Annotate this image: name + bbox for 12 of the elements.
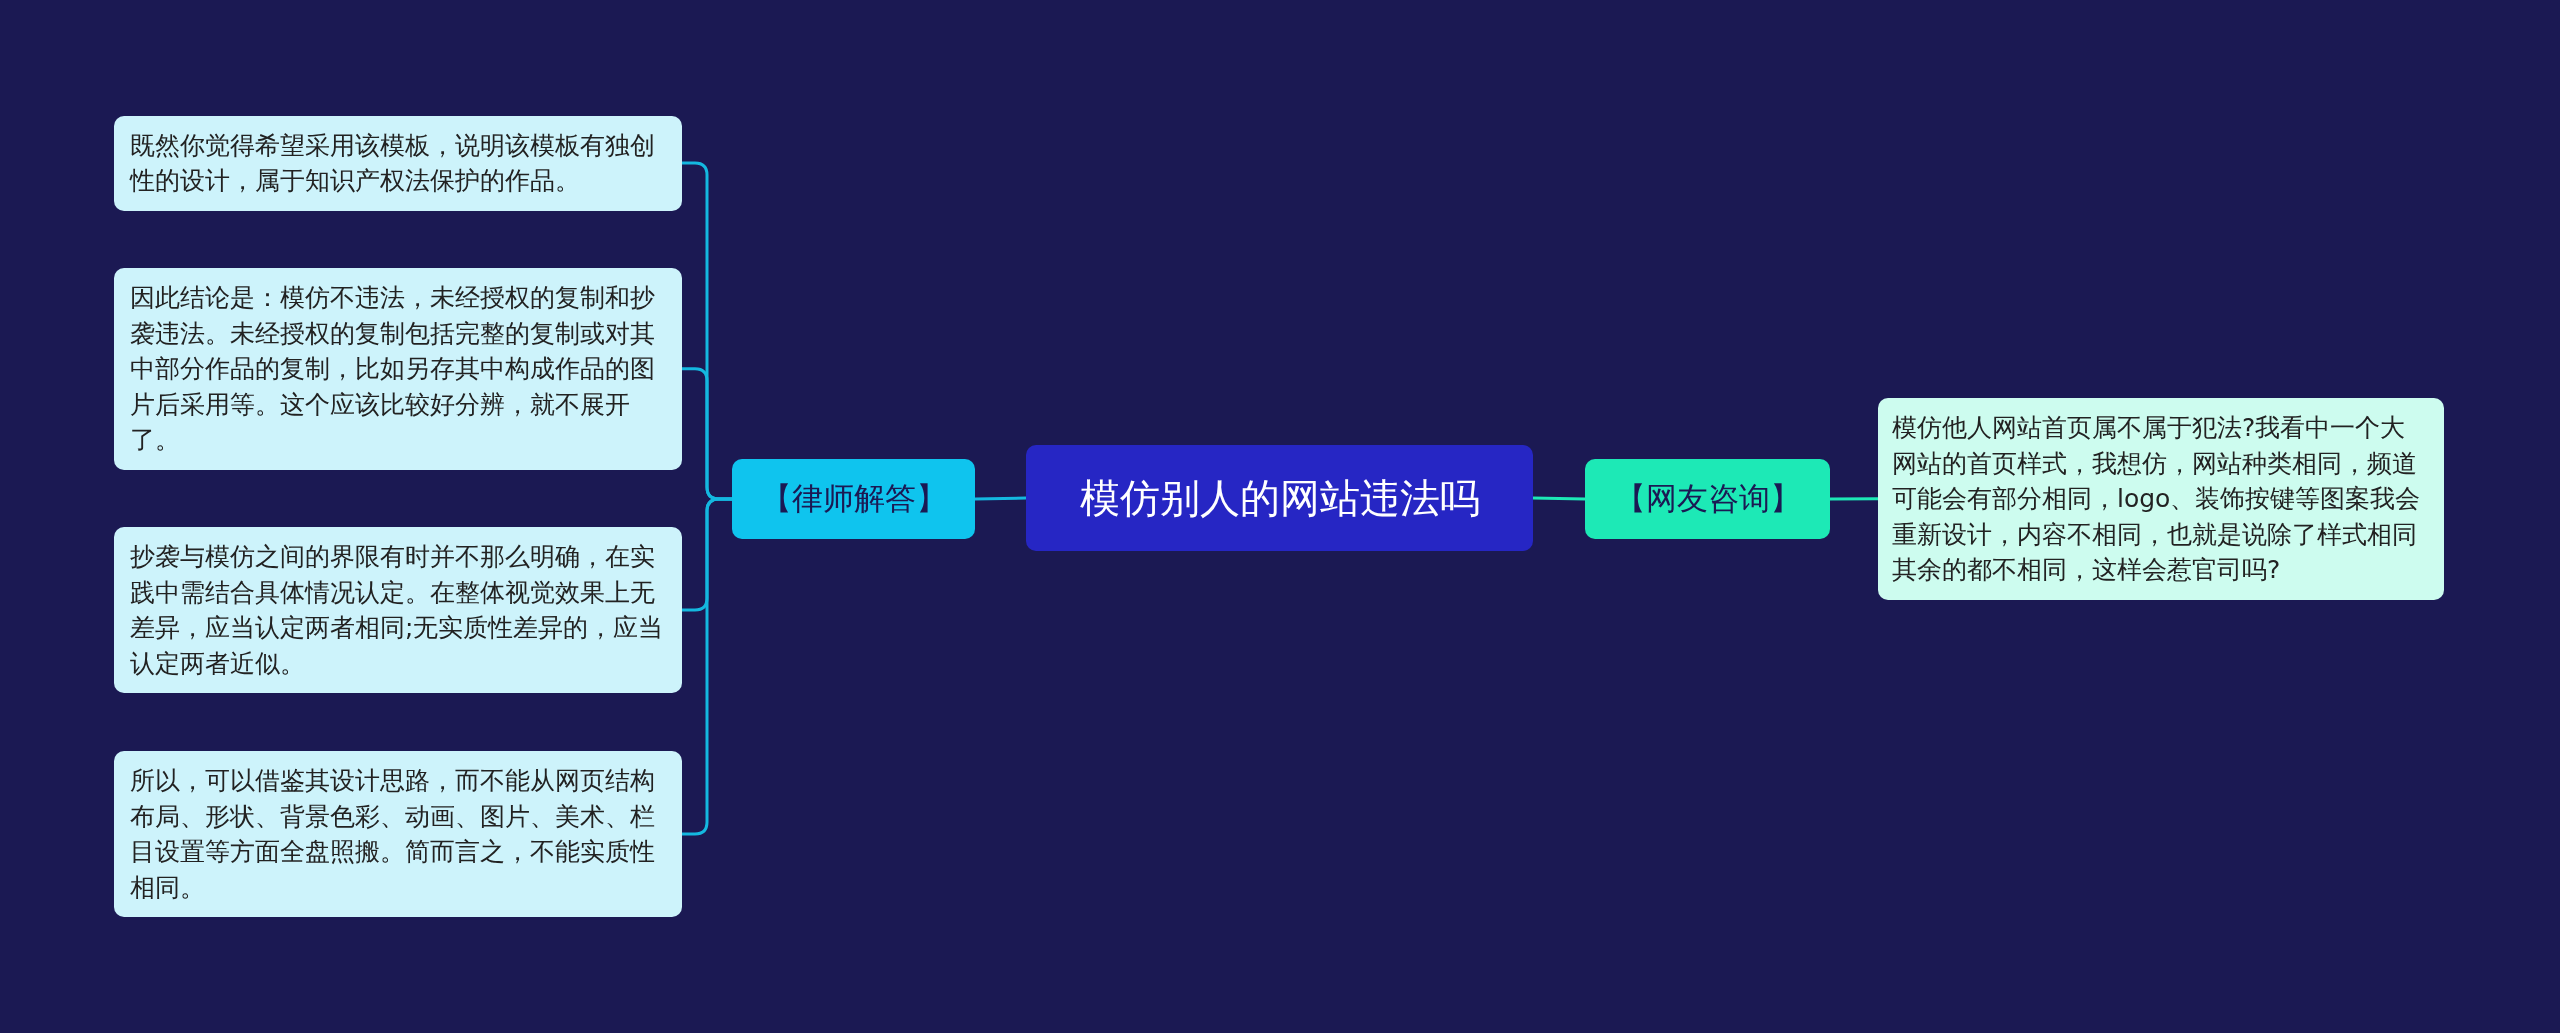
topic-box: 模仿别人的网站违法吗 (1026, 445, 1533, 551)
connector-line (974, 496, 1027, 501)
text-card: 所以，可以借鉴其设计思路，而不能从网页结构布局、形状、背景色彩、动画、图片、美术、栏目设置等方面全盘照搬。简而言之，不能实质性相同。 (114, 751, 682, 917)
text-card: 抄袭与模仿之间的界限有时并不那么明确，在实践中需结合具体情况认定。在整体视觉效果上无差异，应当认定两者相同;无实质性差异的，应当认定两者近似。 (114, 527, 682, 693)
connector-line (1532, 496, 1586, 501)
connector-line (682, 497, 732, 836)
connector-line (1830, 497, 1878, 501)
text-card: 既然你觉得希望采用该模板，说明该模板有独创性的设计，属于知识产权法保护的作品。 (114, 115, 682, 211)
text-card: 因此结论是：模仿不违法，未经授权的复制和抄袭违法。未经授权的复制包括完整的复制或对其中部分作品的复制，比如另存其中构成作品的图片后采用等。这个应该比较好分辨，就不展开了。 (114, 268, 682, 470)
branch-box: 【律师解答】 (732, 459, 975, 539)
branch-box: 【网友咨询】 (1585, 459, 1830, 539)
text-card: 模仿他人网站首页属不属于犯法?我看中一个大网站的首页样式，我想仿，网站种类相同，频道可能会有部分相同，logo、装饰按键等图案我会重新设计，内容不相同，也就是说除了样式相同其余的都不相同，这样会惹官司吗? (1878, 398, 2444, 600)
